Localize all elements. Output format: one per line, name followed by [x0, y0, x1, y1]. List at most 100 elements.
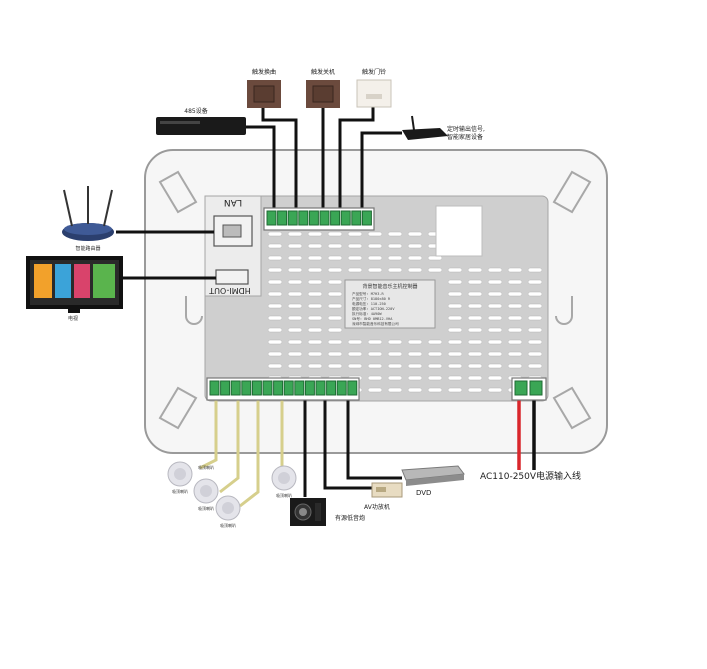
vent-slot [287, 231, 303, 237]
vent-slot [307, 279, 323, 285]
smart-home-label: 智能家居设备 [447, 133, 483, 141]
vent-slot [407, 351, 423, 357]
vent-slot [267, 363, 283, 369]
vent-slot [327, 291, 343, 297]
vent-slot [487, 339, 503, 345]
vent-slot [367, 267, 383, 273]
terminal-pin [277, 210, 288, 226]
vent-slot [467, 303, 483, 309]
vent-slot [447, 375, 463, 381]
vent-slot [287, 303, 303, 309]
ceiling-speakers [167, 461, 297, 521]
vent-slot [287, 267, 303, 273]
vent-slot [467, 339, 483, 345]
doorbell-button [356, 79, 392, 108]
speaker-label: 吸顶喇叭 [220, 522, 236, 528]
terminal-pin [361, 210, 372, 226]
terminal-block-bottom[interactable] [206, 377, 360, 401]
vent-slot [407, 339, 423, 345]
terminal-pin [330, 210, 341, 226]
rs485-label: 485设备 [184, 107, 207, 115]
vent-slot [267, 279, 283, 285]
lan-port-socket [222, 224, 242, 238]
vent-slot [307, 327, 323, 333]
vent-slot [527, 291, 543, 297]
vent-slot [327, 279, 343, 285]
vent-slot [487, 279, 503, 285]
vent-slot [507, 327, 523, 333]
vent-slot [367, 363, 383, 369]
vent-slot [287, 351, 303, 357]
vent-slot [327, 267, 343, 273]
vent-slot [527, 315, 543, 321]
vent-slot [527, 327, 543, 333]
vent-slot [487, 303, 503, 309]
vent-slot [447, 387, 463, 393]
vent-slot [367, 375, 383, 381]
speaker-tag: 吸顶喇叭 [198, 464, 214, 470]
vent-slot [287, 363, 303, 369]
vent-slot [447, 327, 463, 333]
vent-slot [267, 291, 283, 297]
vent-slot [327, 303, 343, 309]
vent-slot [287, 291, 303, 297]
terminal-pin [308, 210, 319, 226]
terminal-block-top[interactable] [263, 207, 375, 231]
vent-slot [267, 327, 283, 333]
vent-slot [507, 267, 523, 273]
nameplate-line: 执行标准: 4A90W [352, 311, 382, 316]
vent-slot [447, 279, 463, 285]
vent-slot [467, 375, 483, 381]
vent-slot [407, 375, 423, 381]
vent-slot [267, 231, 283, 237]
vent-slot [407, 387, 423, 393]
terminal-pin [209, 380, 220, 396]
terminal-pin [336, 380, 347, 396]
vent-slot [507, 363, 523, 369]
vent-slot [487, 351, 503, 357]
vent-slot [347, 231, 363, 237]
vent-slot [507, 351, 523, 357]
vent-slot [527, 267, 543, 273]
terminal-pin [326, 380, 337, 396]
vent-slot [427, 375, 443, 381]
vent-slot [327, 363, 343, 369]
vent-slot [267, 339, 283, 345]
vent-slot [447, 339, 463, 345]
nameplate-line: 电源电压: 110-250 [352, 301, 386, 306]
vent-slots [267, 231, 543, 393]
tv-app-tile [74, 264, 90, 298]
vent-slot [527, 303, 543, 309]
vent-slot [507, 279, 523, 285]
vent-slot [487, 315, 503, 321]
vent-slot [427, 387, 443, 393]
vent-slot [387, 255, 403, 261]
terminal-pin [319, 210, 330, 226]
terminal-pin [304, 380, 315, 396]
vent-slot [287, 279, 303, 285]
tv-app-tile [34, 264, 52, 298]
vent-slot [267, 315, 283, 321]
vent-slot [407, 267, 423, 273]
power-terminal [514, 380, 528, 396]
vent-slot [387, 339, 403, 345]
terminal-pin [347, 380, 358, 396]
vent-slot [307, 231, 323, 237]
vent-slot [507, 291, 523, 297]
doorbell-label: 触发门铃 [362, 68, 386, 76]
vent-slot [387, 363, 403, 369]
vent-slot [527, 339, 543, 345]
signal-wires [116, 107, 402, 497]
tv-app-tile [93, 264, 115, 298]
vent-slot [287, 255, 303, 261]
vent-slot [467, 363, 483, 369]
vent-slot [347, 351, 363, 357]
trigger-power-label: 触发关机 [311, 68, 335, 76]
vent-slot [307, 339, 323, 345]
mounting-hooks [158, 170, 592, 430]
tv-app-tile [55, 264, 71, 298]
vent-slot [287, 315, 303, 321]
vent-slot [407, 231, 423, 237]
vent-slot [347, 243, 363, 249]
hdmi-port[interactable] [215, 269, 249, 285]
